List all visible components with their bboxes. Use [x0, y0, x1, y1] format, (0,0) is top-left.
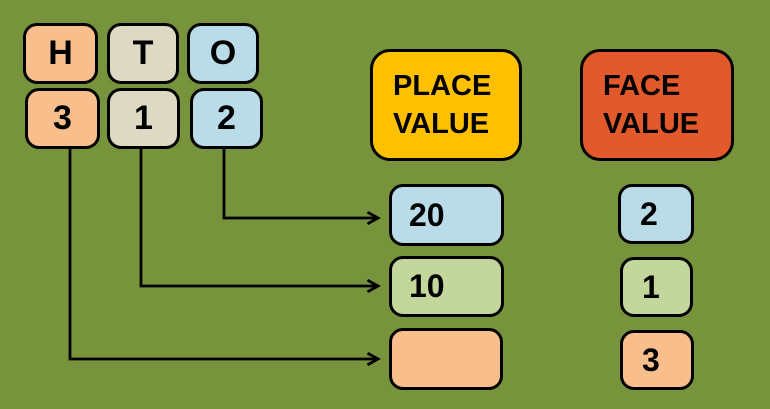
hundreds-digit: 3	[53, 99, 72, 137]
place-value-tens: 10	[409, 268, 445, 304]
ones-label-box: O	[187, 23, 259, 84]
place-value-ones-box: 20	[389, 184, 504, 246]
place-value-hundreds-box	[389, 328, 503, 390]
place-value-tens-box: 10	[389, 256, 504, 317]
hundreds-label-box: H	[23, 23, 98, 84]
ones-digit-box: 2	[190, 88, 263, 149]
place-value-header-line1: PLACE	[393, 70, 492, 102]
tens-connector-arrow	[139, 147, 378, 286]
hundreds-label: H	[48, 34, 73, 72]
face-value-header: FACE VALUE	[580, 49, 734, 161]
face-value-header-line2: VALUE	[603, 108, 700, 140]
face-value-header-line1: FACE	[603, 70, 681, 102]
ones-connector-arrow	[222, 147, 378, 218]
place-value-header: PLACE VALUE	[370, 49, 522, 161]
hundreds-digit-box: 3	[25, 88, 100, 149]
face-value-tens-box: 1	[620, 257, 693, 317]
tens-label-box: T	[107, 23, 179, 84]
face-value-hundreds: 3	[642, 341, 660, 378]
ones-digit: 2	[217, 99, 236, 137]
place-value-header-line2: VALUE	[393, 108, 490, 140]
tens-digit: 1	[134, 99, 153, 137]
face-value-ones-box: 2	[618, 184, 694, 244]
face-value-hundreds-box: 3	[620, 330, 694, 390]
tens-label: T	[132, 34, 154, 72]
face-value-tens: 1	[642, 268, 660, 305]
ones-label: O	[209, 34, 237, 72]
hundreds-connector-arrow	[68, 147, 378, 359]
tens-digit-box: 1	[107, 88, 180, 149]
place-value-ones: 20	[409, 196, 445, 233]
face-value-ones: 2	[640, 195, 658, 232]
